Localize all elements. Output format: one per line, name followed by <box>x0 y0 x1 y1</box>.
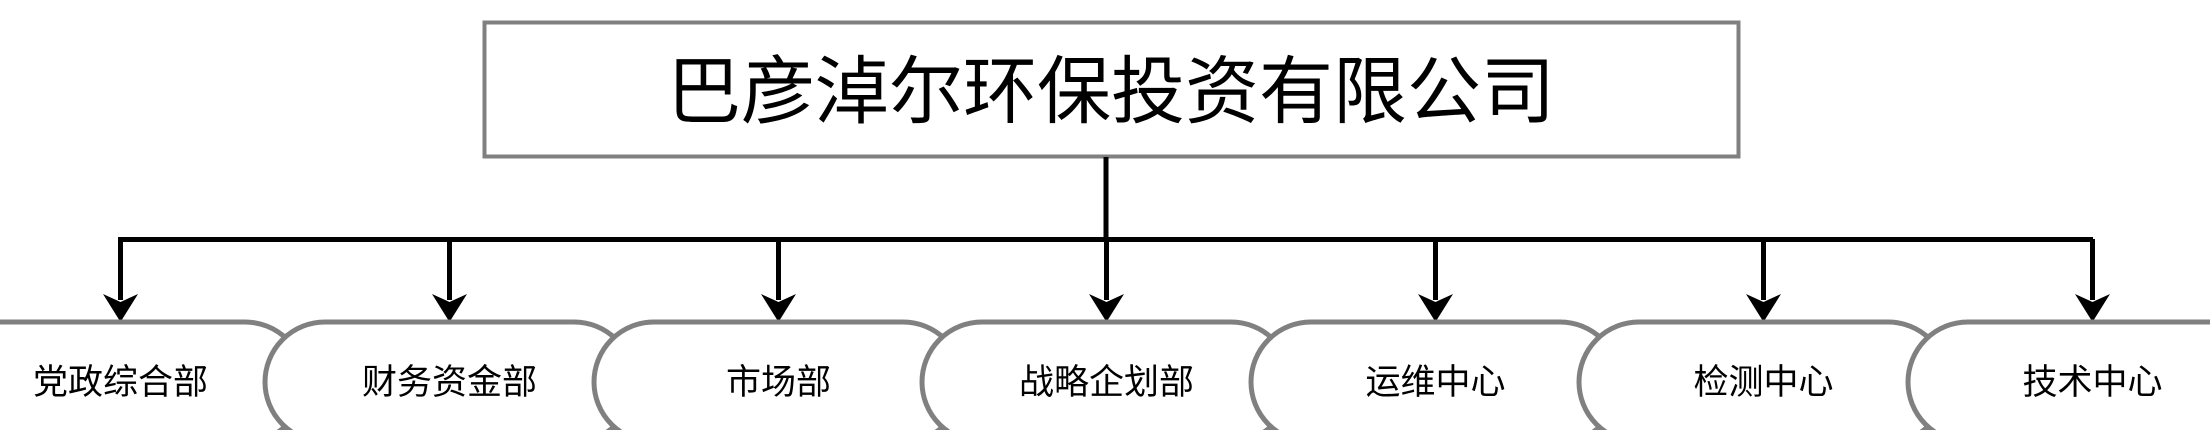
child-node-7[interactable]: 技术中心 <box>1905 319 2210 430</box>
connector-group <box>103 157 2110 322</box>
arrow-head-5 <box>1418 294 1453 322</box>
child-node-6-label: 检测中心 <box>1693 363 1833 403</box>
child-node-7-label: 技术中心 <box>2022 363 2162 403</box>
child-node-3[interactable]: 市场部 <box>591 319 966 430</box>
child-node-4-label: 战略企划部 <box>1019 363 1194 403</box>
root-node-label: 巴彦淖尔环保投资有限公司 <box>667 49 1555 135</box>
child-node-3-label: 市场部 <box>726 363 831 403</box>
child-node-5-label: 运维中心 <box>1365 363 1505 403</box>
arrow-head-1 <box>103 294 138 322</box>
child-node-2[interactable]: 财务资金部 <box>262 319 637 430</box>
child-node-6[interactable]: 检测中心 <box>1576 319 1951 430</box>
root-node-box <box>482 20 1741 159</box>
arrow-head-2 <box>432 294 467 322</box>
root-node[interactable]: 巴彦淖尔环保投资有限公司 <box>482 20 1741 159</box>
child-node-2-label: 财务资金部 <box>362 363 537 403</box>
arrow-head-3 <box>761 294 796 322</box>
arrow-head-4 <box>1089 294 1124 322</box>
child-node-1[interactable]: 党政综合部 <box>0 319 308 430</box>
child-node-5[interactable]: 运维中心 <box>1248 319 1623 430</box>
child-node-1-label: 党政综合部 <box>33 363 208 403</box>
child-node-4[interactable]: 战略企划部 <box>919 319 1294 430</box>
arrow-head-7 <box>2075 294 2110 322</box>
child-node-7-box <box>1905 319 2210 430</box>
arrow-head-6 <box>1746 294 1781 322</box>
